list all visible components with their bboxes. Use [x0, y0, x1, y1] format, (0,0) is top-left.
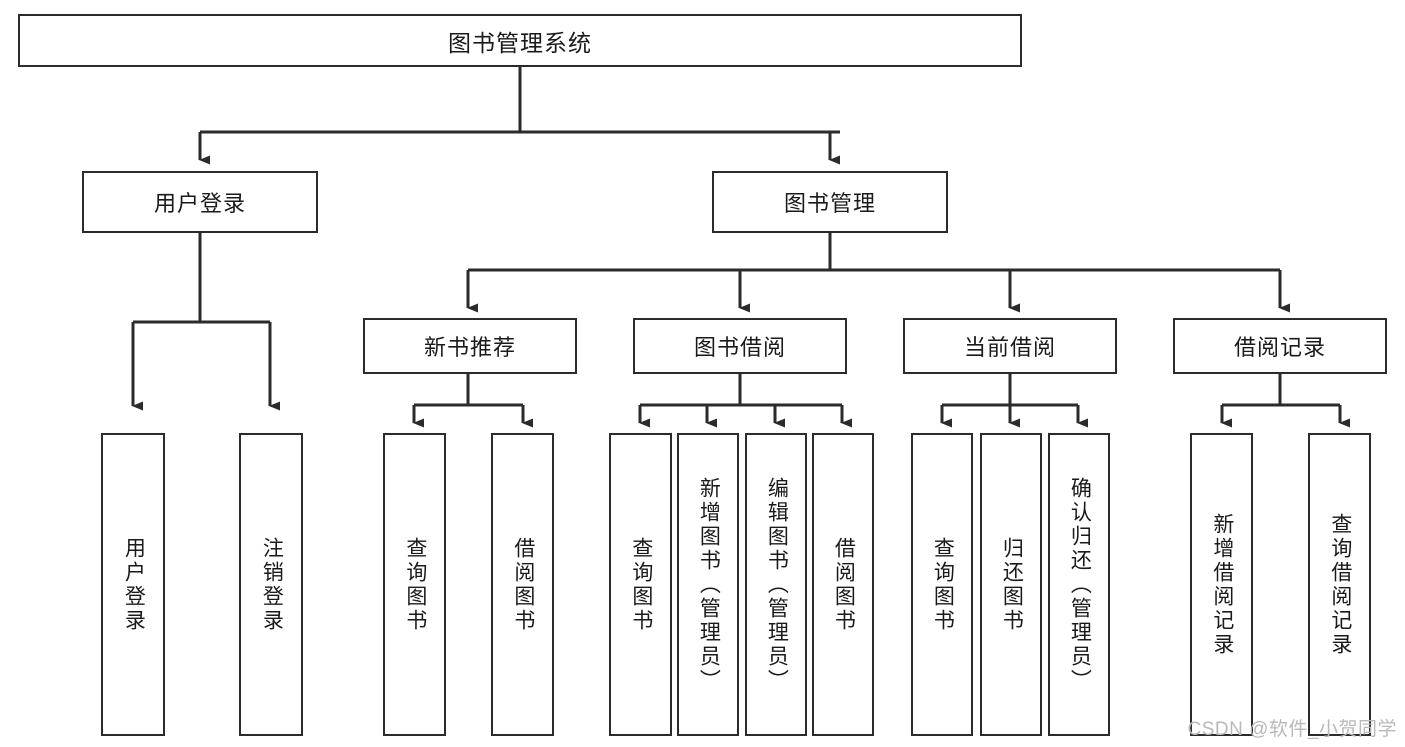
- leaf-user-login-logout[interactable]: 注销登录: [239, 433, 303, 736]
- leaf-label: 编辑图书（管理员）: [765, 476, 789, 693]
- node-borrow-record[interactable]: 借阅记录: [1173, 318, 1387, 374]
- node-book-borrow-label: 图书借阅: [693, 335, 786, 360]
- leaf-label: 查询图书: [629, 536, 653, 633]
- node-new-book-recommend[interactable]: 新书推荐: [363, 318, 577, 374]
- node-book-borrow[interactable]: 图书借阅: [633, 318, 847, 374]
- node-book-management[interactable]: 图书管理: [712, 171, 948, 233]
- leaf-label: 查询图书: [931, 536, 955, 633]
- leaf-label: 新增图书（管理员）: [697, 476, 721, 693]
- node-root-book-management-system[interactable]: 图书管理系统: [18, 14, 1022, 67]
- leaf-new-book-borrow-book[interactable]: 借阅图书: [491, 433, 554, 736]
- leaf-label: 借阅图书: [832, 536, 856, 633]
- leaf-user-login-login[interactable]: 用户登录: [101, 433, 165, 736]
- node-root-label: 图书管理系统: [448, 29, 592, 56]
- leaf-current-query-book[interactable]: 查询图书: [911, 433, 973, 736]
- leaf-label: 查询图书: [403, 536, 427, 633]
- node-book-management-label: 图书管理: [783, 191, 876, 216]
- leaf-current-confirm-return-admin[interactable]: 确认归还（管理员）: [1048, 433, 1110, 736]
- node-current-borrow[interactable]: 当前借阅: [903, 318, 1117, 374]
- leaf-label: 注销登录: [260, 536, 284, 633]
- watermark-text: CSDN @软件_小贺同学: [1187, 719, 1397, 740]
- node-user-login[interactable]: 用户登录: [82, 171, 318, 233]
- node-current-borrow-label: 当前借阅: [963, 335, 1056, 360]
- leaf-label: 确认归还（管理员）: [1068, 476, 1092, 693]
- leaf-record-add-record[interactable]: 新增借阅记录: [1190, 433, 1253, 736]
- leaf-current-return-book[interactable]: 归还图书: [980, 433, 1042, 736]
- leaf-record-query-record[interactable]: 查询借阅记录: [1308, 433, 1371, 736]
- leaf-label: 用户登录: [122, 536, 146, 633]
- node-borrow-record-label: 借阅记录: [1233, 335, 1326, 360]
- leaf-borrow-borrow-book[interactable]: 借阅图书: [812, 433, 874, 736]
- leaf-borrow-edit-book-admin[interactable]: 编辑图书（管理员）: [745, 433, 807, 736]
- node-new-book-recommend-label: 新书推荐: [423, 335, 516, 360]
- leaf-label: 查询借阅记录: [1328, 512, 1352, 657]
- leaf-new-book-query-book[interactable]: 查询图书: [383, 433, 446, 736]
- leaf-label: 借阅图书: [511, 536, 535, 633]
- leaf-label: 归还图书: [1000, 536, 1024, 633]
- node-user-login-label: 用户登录: [153, 191, 246, 216]
- leaf-borrow-add-book-admin[interactable]: 新增图书（管理员）: [677, 433, 739, 736]
- leaf-borrow-query-book[interactable]: 查询图书: [609, 433, 672, 736]
- leaf-label: 新增借阅记录: [1210, 512, 1234, 657]
